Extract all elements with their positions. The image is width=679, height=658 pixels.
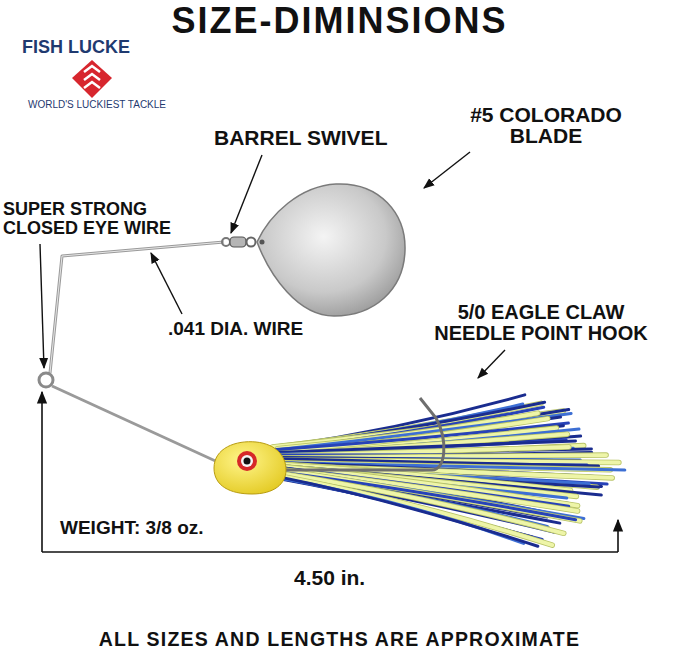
wire-loop [222,238,230,246]
wire-highlight [50,242,224,373]
swivel [222,237,256,247]
skirt-strand [273,477,524,544]
leader-line [151,253,182,314]
weight-label: WEIGHT: 3/8 oz. [60,517,204,538]
eye-outer [237,451,257,471]
caption: ALL SIZES AND LENGTHS ARE APPROXIMATE [0,627,679,651]
brand-name: FISH LUCKE [22,37,130,57]
leader-line [40,244,44,368]
part-label: SUPER STRONG CLOSED EYE WIRE [3,200,195,238]
eye-pupil [244,458,251,465]
silicone-skirt [272,395,625,546]
logo-diamond [72,60,112,98]
part-label: .041 DIA. WIRE [168,318,303,339]
lower-arm-wire [52,386,222,464]
leader-line [424,152,470,188]
jig-head [214,442,286,494]
dimension-line [41,392,43,552]
logo-icon [72,60,112,98]
closed-eye [39,373,53,387]
part-label: BARREL SWIVEL [214,126,387,149]
wire-frame [39,242,224,464]
head-body [214,442,286,494]
part-label: #5 COLORADO BLADE [440,104,652,146]
blade-hole [260,240,265,245]
eye-white [241,455,253,467]
dimension-line [617,520,619,552]
dimension-line [42,551,618,553]
split-ring [247,238,256,247]
upper-arm-wire [50,242,224,373]
dimension-label: 4.50 in. [294,566,365,589]
logo-stripes [84,66,100,88]
colorado-blade [257,184,405,316]
dimension-lines [42,392,618,552]
hook [275,398,444,470]
leader-lines [40,152,505,378]
barrel-swivel-body [230,237,246,247]
skirt-strand [274,476,537,546]
title: SIZE-DIMINSIONS [0,0,679,42]
leader-line [231,155,262,233]
leader-line [478,350,505,378]
part-label: 5/0 EAGLE CLAW NEEDLE POINT HOOK [423,302,659,344]
brand-slogan: WORLD'S LUCKIEST TACKLE [12,99,182,110]
